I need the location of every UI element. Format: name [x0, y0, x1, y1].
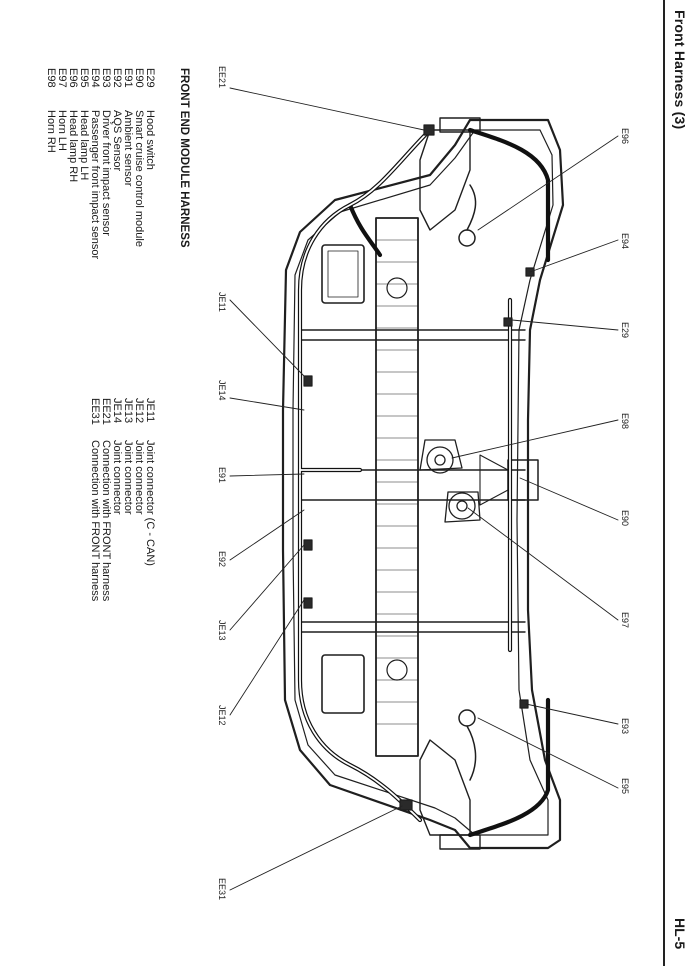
- scc-module: [507, 459, 539, 501]
- beam-hole-bottom: [386, 659, 408, 681]
- lower-module: [321, 654, 365, 714]
- carrier-outline: [281, 118, 565, 850]
- headlamp-connectors: [458, 184, 477, 781]
- center-beam: [375, 217, 419, 757]
- cross-members: [299, 329, 526, 633]
- side-brackets: [419, 117, 481, 850]
- horn-rh-shape: [419, 439, 463, 474]
- beam-ribs: [375, 239, 419, 725]
- upper-module: [321, 244, 365, 304]
- carrier-inner: [292, 129, 554, 836]
- header-rule: [663, 0, 665, 966]
- upper-module-inner: [327, 250, 359, 298]
- leader-lines: [229, 87, 619, 891]
- harness-inner: [299, 129, 511, 821]
- connector-bodies: [303, 124, 535, 811]
- horn-lh-shape: [444, 491, 481, 523]
- beam-hole-top: [386, 277, 408, 299]
- scc-bracket: [479, 454, 509, 506]
